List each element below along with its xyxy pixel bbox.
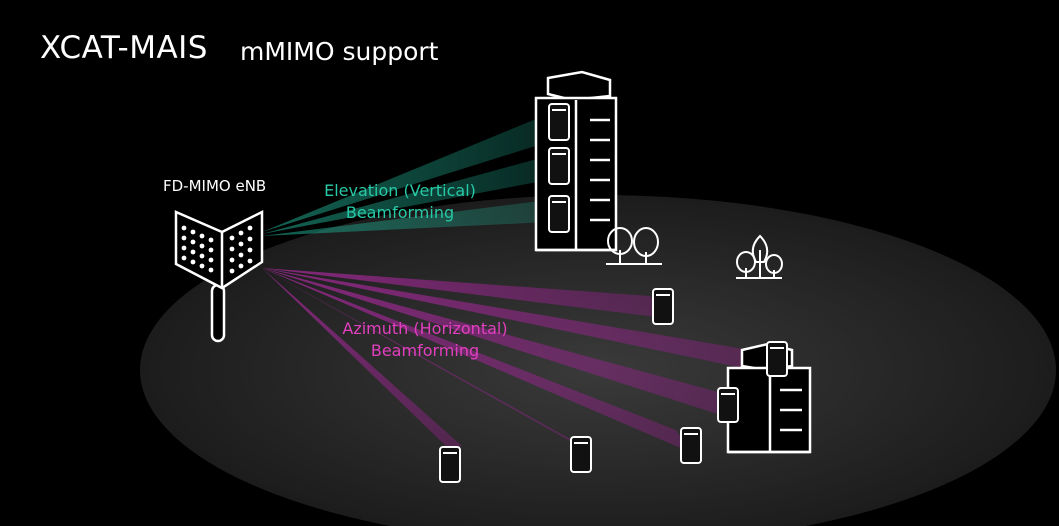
phone-icon <box>766 341 788 377</box>
fd-mimo-antenna-icon <box>174 209 264 343</box>
phone-icon <box>717 387 739 423</box>
phone-icon <box>570 436 592 473</box>
azimuth-beams <box>262 268 762 452</box>
azimuth-label-line1: Azimuth (Horizontal) <box>342 319 508 338</box>
elevation-label-line2: Beamforming <box>345 203 455 222</box>
phone-icon <box>548 147 570 185</box>
azimuth-label-line2: Beamforming <box>370 341 480 360</box>
elevation-beamforming-label: Elevation (Vertical) Beamforming <box>322 180 478 224</box>
azimuth-beamforming-label: Azimuth (Horizontal) Beamforming <box>336 318 514 362</box>
page-subtitle: mMIMO support <box>240 37 439 66</box>
phone-icon <box>680 427 702 464</box>
phone-icon <box>548 103 570 141</box>
enb-label: FD-MIMO eNB <box>163 177 267 195</box>
phone-icon <box>439 446 461 483</box>
phone-icon <box>548 195 570 233</box>
tree-icon <box>606 227 662 265</box>
phone-icon <box>652 288 674 325</box>
elevation-beams <box>262 114 548 236</box>
page-title: XCAT-MAIS <box>40 30 208 66</box>
tree-icon <box>736 234 783 279</box>
elevation-label-line1: Elevation (Vertical) <box>324 181 476 200</box>
